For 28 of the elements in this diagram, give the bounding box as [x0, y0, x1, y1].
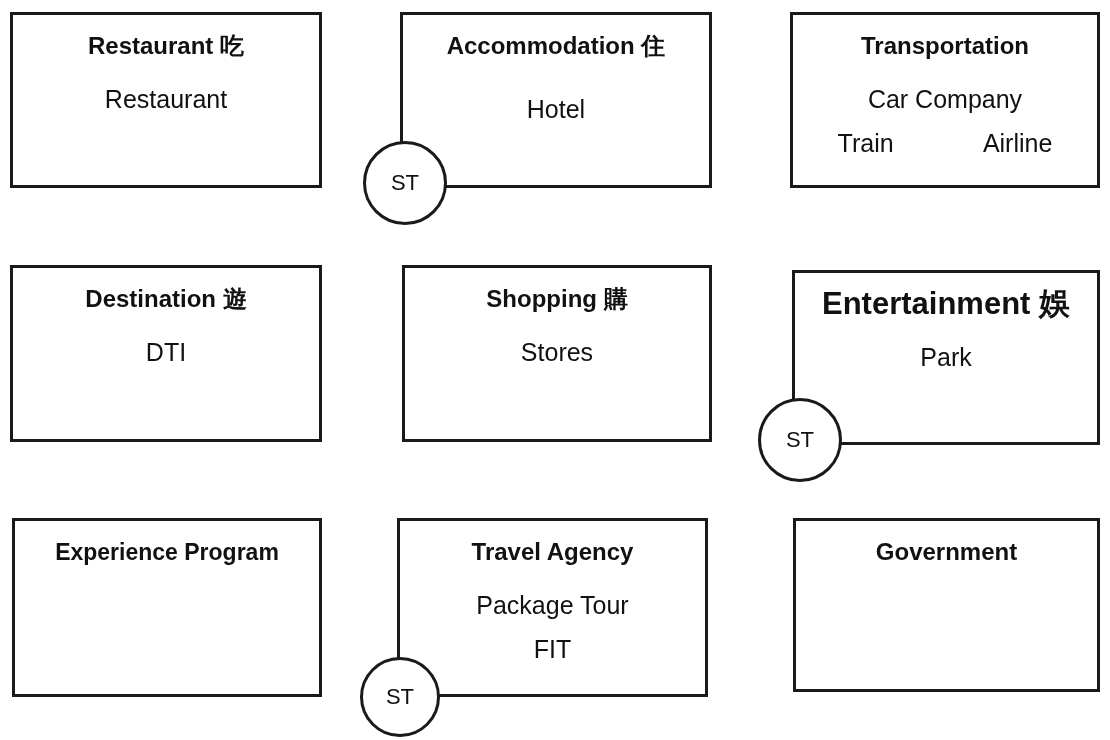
- box-text: Restaurant: [104, 84, 228, 115]
- box-text: Car Company: [867, 84, 1023, 115]
- box-text: Train: [837, 128, 894, 159]
- box-heading: Travel Agency: [471, 537, 634, 567]
- box-heading: Shopping 購: [486, 284, 628, 314]
- category-box: [793, 518, 1100, 692]
- box-text: Airline: [982, 128, 1053, 159]
- box-heading: Accommodation 住: [446, 31, 666, 61]
- box-heading: Government: [875, 537, 1018, 567]
- badge-label: ST: [385, 684, 415, 710]
- box-heading: Entertainment 娛: [822, 289, 1070, 319]
- box-text: DTI: [145, 337, 187, 368]
- category-box: [790, 12, 1100, 188]
- box-text: Package Tour: [476, 590, 629, 621]
- box-heading: Destination 遊: [85, 284, 247, 314]
- box-text: Hotel: [526, 94, 586, 125]
- box-text: Stores: [520, 337, 594, 368]
- category-box: [402, 265, 712, 442]
- badge-label: ST: [785, 427, 815, 453]
- category-box: [12, 518, 322, 697]
- category-box: [10, 265, 322, 442]
- box-text: FIT: [533, 634, 572, 665]
- box-text: Park: [920, 342, 972, 373]
- box-heading: Restaurant 吃: [87, 31, 244, 61]
- box-heading: Experience Program: [55, 538, 279, 567]
- badge-label: ST: [390, 170, 420, 196]
- box-heading: Transportation: [861, 31, 1029, 61]
- category-box: [10, 12, 322, 188]
